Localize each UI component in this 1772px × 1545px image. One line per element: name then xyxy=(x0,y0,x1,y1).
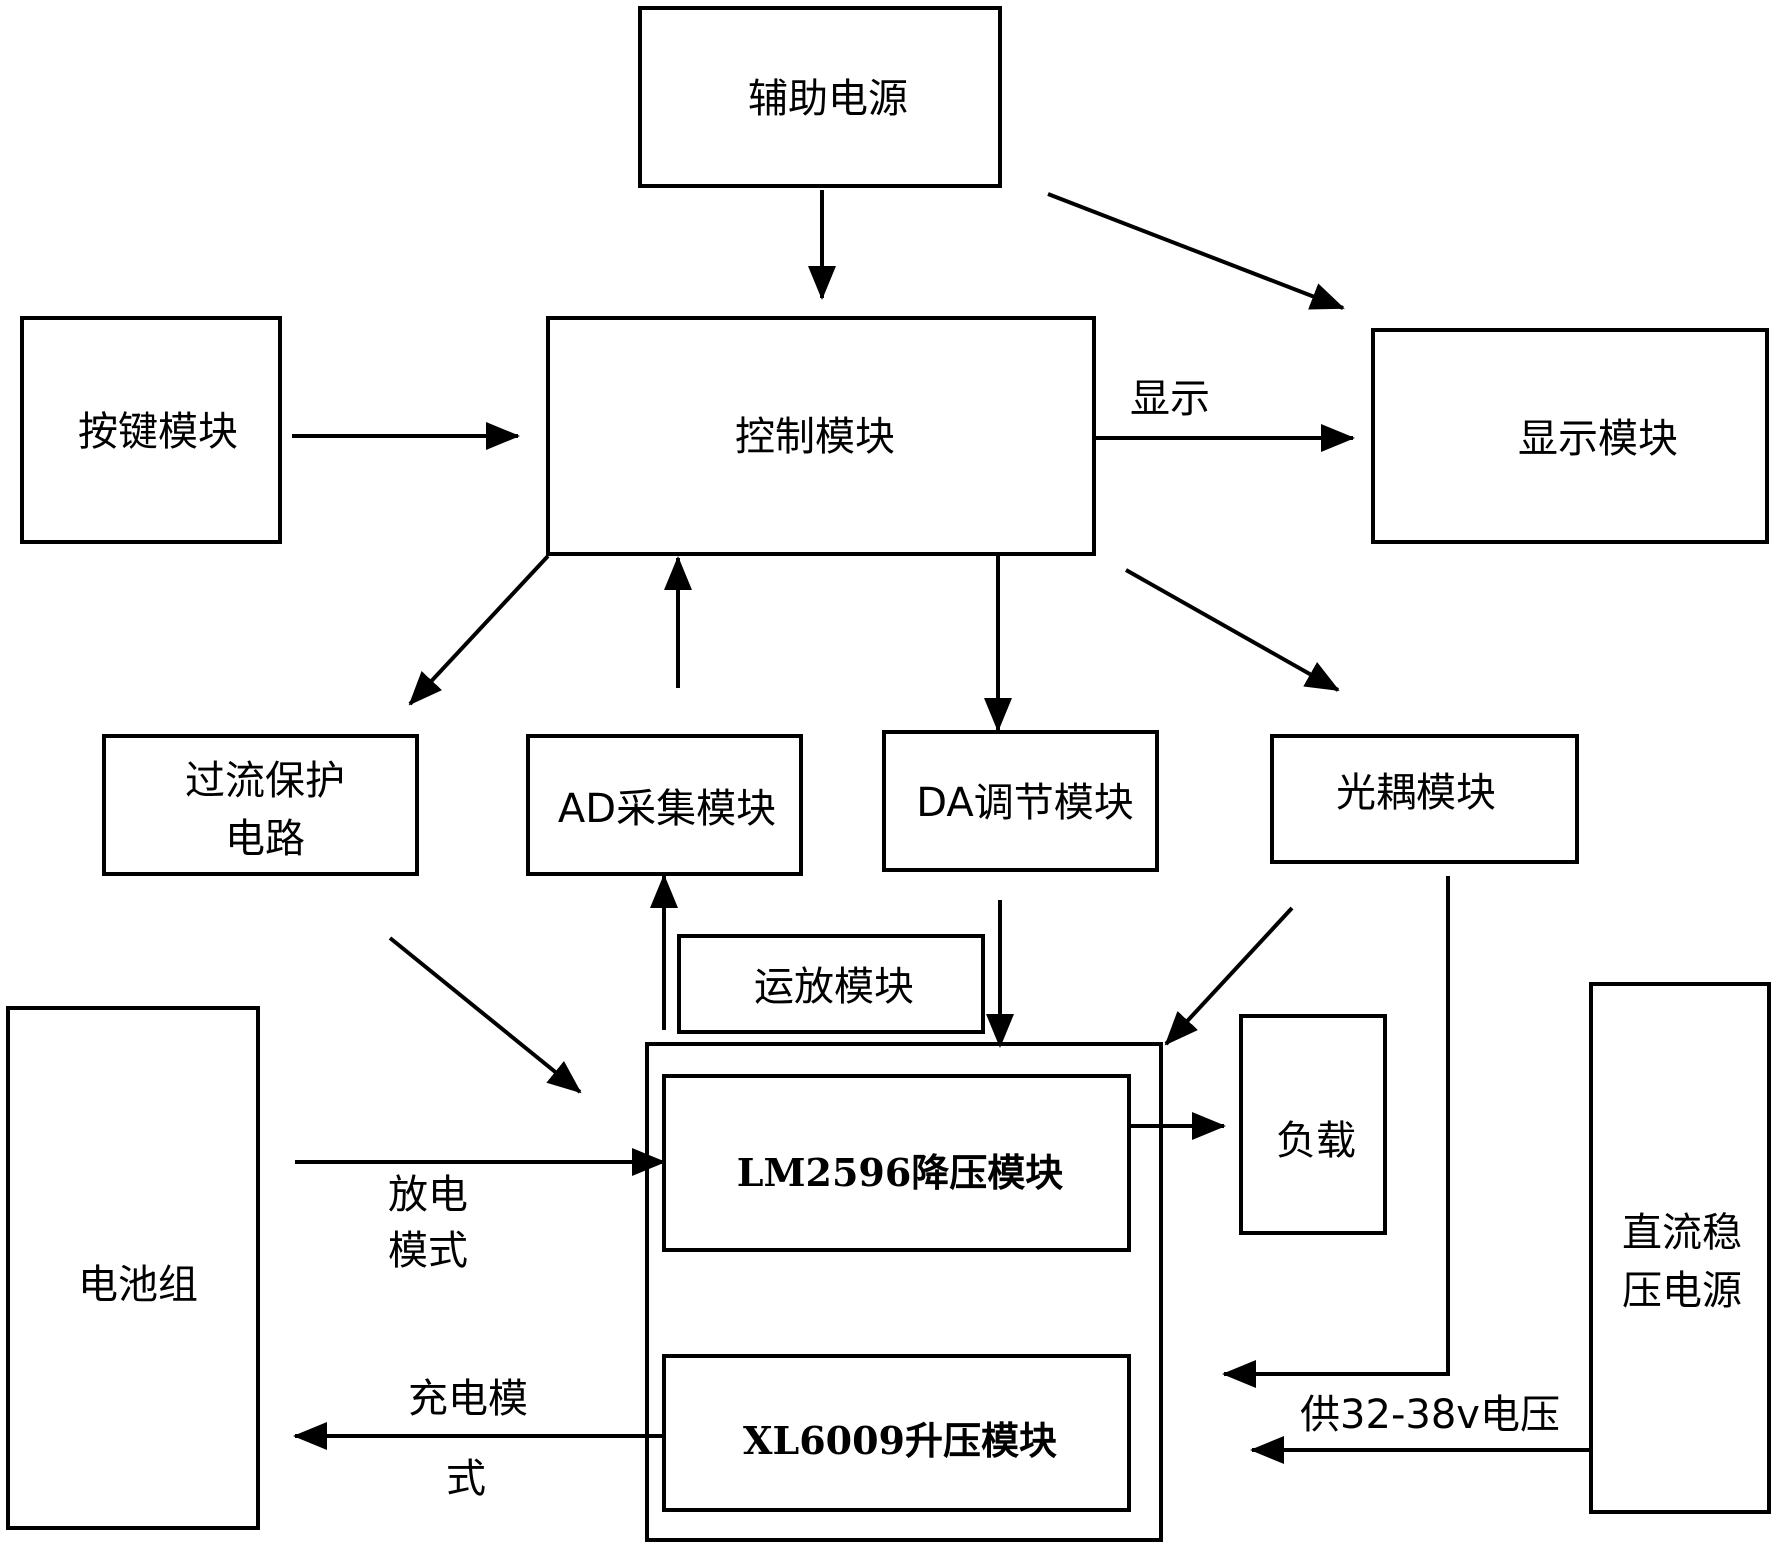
charge-edge-label-2: 式 xyxy=(446,1456,486,1502)
arrow-optocoupler-to-converters xyxy=(1164,906,1294,1046)
ad-module-box xyxy=(526,734,803,876)
boost-module-box xyxy=(662,1354,1131,1512)
battery-label: 电池组 xyxy=(78,1262,198,1308)
dc-supply-box xyxy=(1589,982,1771,1514)
arrow-control-to-overcurrent xyxy=(408,554,550,706)
arrow-control-to-optocoupler xyxy=(1125,568,1340,692)
key-module-box xyxy=(20,316,282,544)
dc-supply-label-2: 压电源 xyxy=(1622,1268,1742,1314)
charge-edge-label-1: 充电模 xyxy=(408,1376,528,1422)
da-module-label: DA调节模块 xyxy=(916,780,1133,826)
opamp-box xyxy=(677,934,985,1034)
key-module-label: 按键模块 xyxy=(78,409,238,455)
load-box xyxy=(1239,1014,1387,1235)
optocoupler-label: 光耦模块 xyxy=(1336,770,1496,816)
boost-module-label: XL6009升压模块 xyxy=(743,1418,1057,1463)
display-module-label: 显示模块 xyxy=(1518,416,1678,462)
optocoupler-box xyxy=(1270,734,1579,864)
overcurrent-label-2: 电路 xyxy=(225,816,305,862)
control-module-label: 控制模块 xyxy=(735,414,895,460)
load-label: 负载 xyxy=(1276,1118,1356,1164)
buck-module-label: LM2596降压模块 xyxy=(737,1150,1064,1195)
ad-module-label: AD采集模块 xyxy=(558,786,776,832)
control-module-box xyxy=(546,316,1096,556)
display-edge-label: 显示 xyxy=(1130,376,1210,422)
aux-power-box xyxy=(638,6,1002,188)
overcurrent-box xyxy=(102,734,419,876)
dc-supply-label-1: 直流稳 xyxy=(1622,1210,1742,1256)
opamp-label: 运放模块 xyxy=(754,964,914,1010)
arrow-overcurrent-to-converters xyxy=(388,936,582,1094)
discharge-edge-label-2: 模式 xyxy=(388,1228,468,1274)
buck-module-box xyxy=(662,1074,1131,1252)
aux-power-label: 辅助电源 xyxy=(748,76,908,122)
arrow-aux-to-display xyxy=(1047,192,1345,310)
discharge-edge-label-1: 放电 xyxy=(388,1172,468,1218)
display-module-box xyxy=(1371,328,1769,544)
battery-box xyxy=(6,1006,260,1530)
da-module-box xyxy=(882,730,1159,872)
arrow-optocoupler-to-boost xyxy=(1222,876,1450,1388)
supply-edge-label: 供32-38v电压 xyxy=(1300,1392,1560,1438)
overcurrent-label-1: 过流保护 xyxy=(185,758,345,804)
